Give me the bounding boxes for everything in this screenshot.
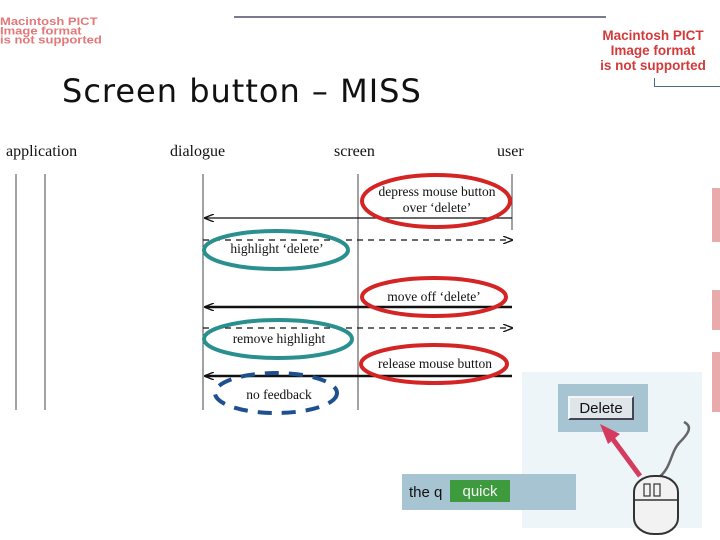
mouse-cable	[657, 420, 691, 480]
message-label-line: over ‘delete’	[402, 200, 472, 215]
corner-rule	[654, 86, 720, 87]
pointer-arrow-icon	[600, 424, 643, 478]
mouse-icon	[633, 475, 679, 535]
sample-text-before: the q	[409, 484, 443, 501]
column-user: user	[497, 143, 524, 160]
edge-fragment	[712, 352, 720, 412]
message-label-line: depress mouse button	[378, 184, 496, 199]
delete-button[interactable]: Delete	[568, 396, 634, 420]
corner-rule-tick	[654, 78, 655, 87]
highlight-circle-teal	[202, 318, 354, 360]
pict-line: Macintosh PICT	[0, 14, 98, 28]
edge-fragment	[712, 290, 720, 330]
column-screen: screen	[334, 143, 375, 160]
pict-placeholder-right: Macintosh PICT Image format is not suppo…	[586, 28, 720, 73]
pict-line: is not supported	[0, 33, 102, 47]
message-label: remove highlight	[232, 331, 326, 346]
message-label: depress mouse button over ‘delete’	[364, 184, 510, 216]
slide-title: Screen button – MISS	[62, 72, 422, 110]
highlight-circle-red	[359, 343, 509, 385]
message-label: highlight ‘delete’	[230, 241, 324, 256]
mouse-illustration	[600, 420, 691, 535]
pict-placeholder-left: Macintosh PICT Image format is not suppo…	[0, 14, 260, 47]
highlight-circle-red	[360, 173, 512, 229]
highlight-circle-teal	[202, 229, 350, 271]
message-label: no feedback	[246, 387, 312, 402]
top-rule	[234, 16, 606, 18]
pict-line: Image format	[0, 24, 82, 37]
pict-line: is not supported	[600, 58, 706, 73]
message-label: release mouse button	[378, 356, 492, 371]
pict-line: Macintosh PICT	[602, 28, 704, 43]
pict-line: Image format	[610, 43, 696, 58]
column-dialogue: dialogue	[170, 143, 226, 160]
highlight-circle-dashed	[213, 371, 339, 415]
column-application: application	[6, 143, 78, 160]
highlight-circle-red	[360, 276, 508, 318]
edge-fragment	[712, 188, 720, 242]
selected-word[interactable]: quick	[450, 480, 510, 502]
message-label: move off ‘delete’	[387, 289, 481, 304]
